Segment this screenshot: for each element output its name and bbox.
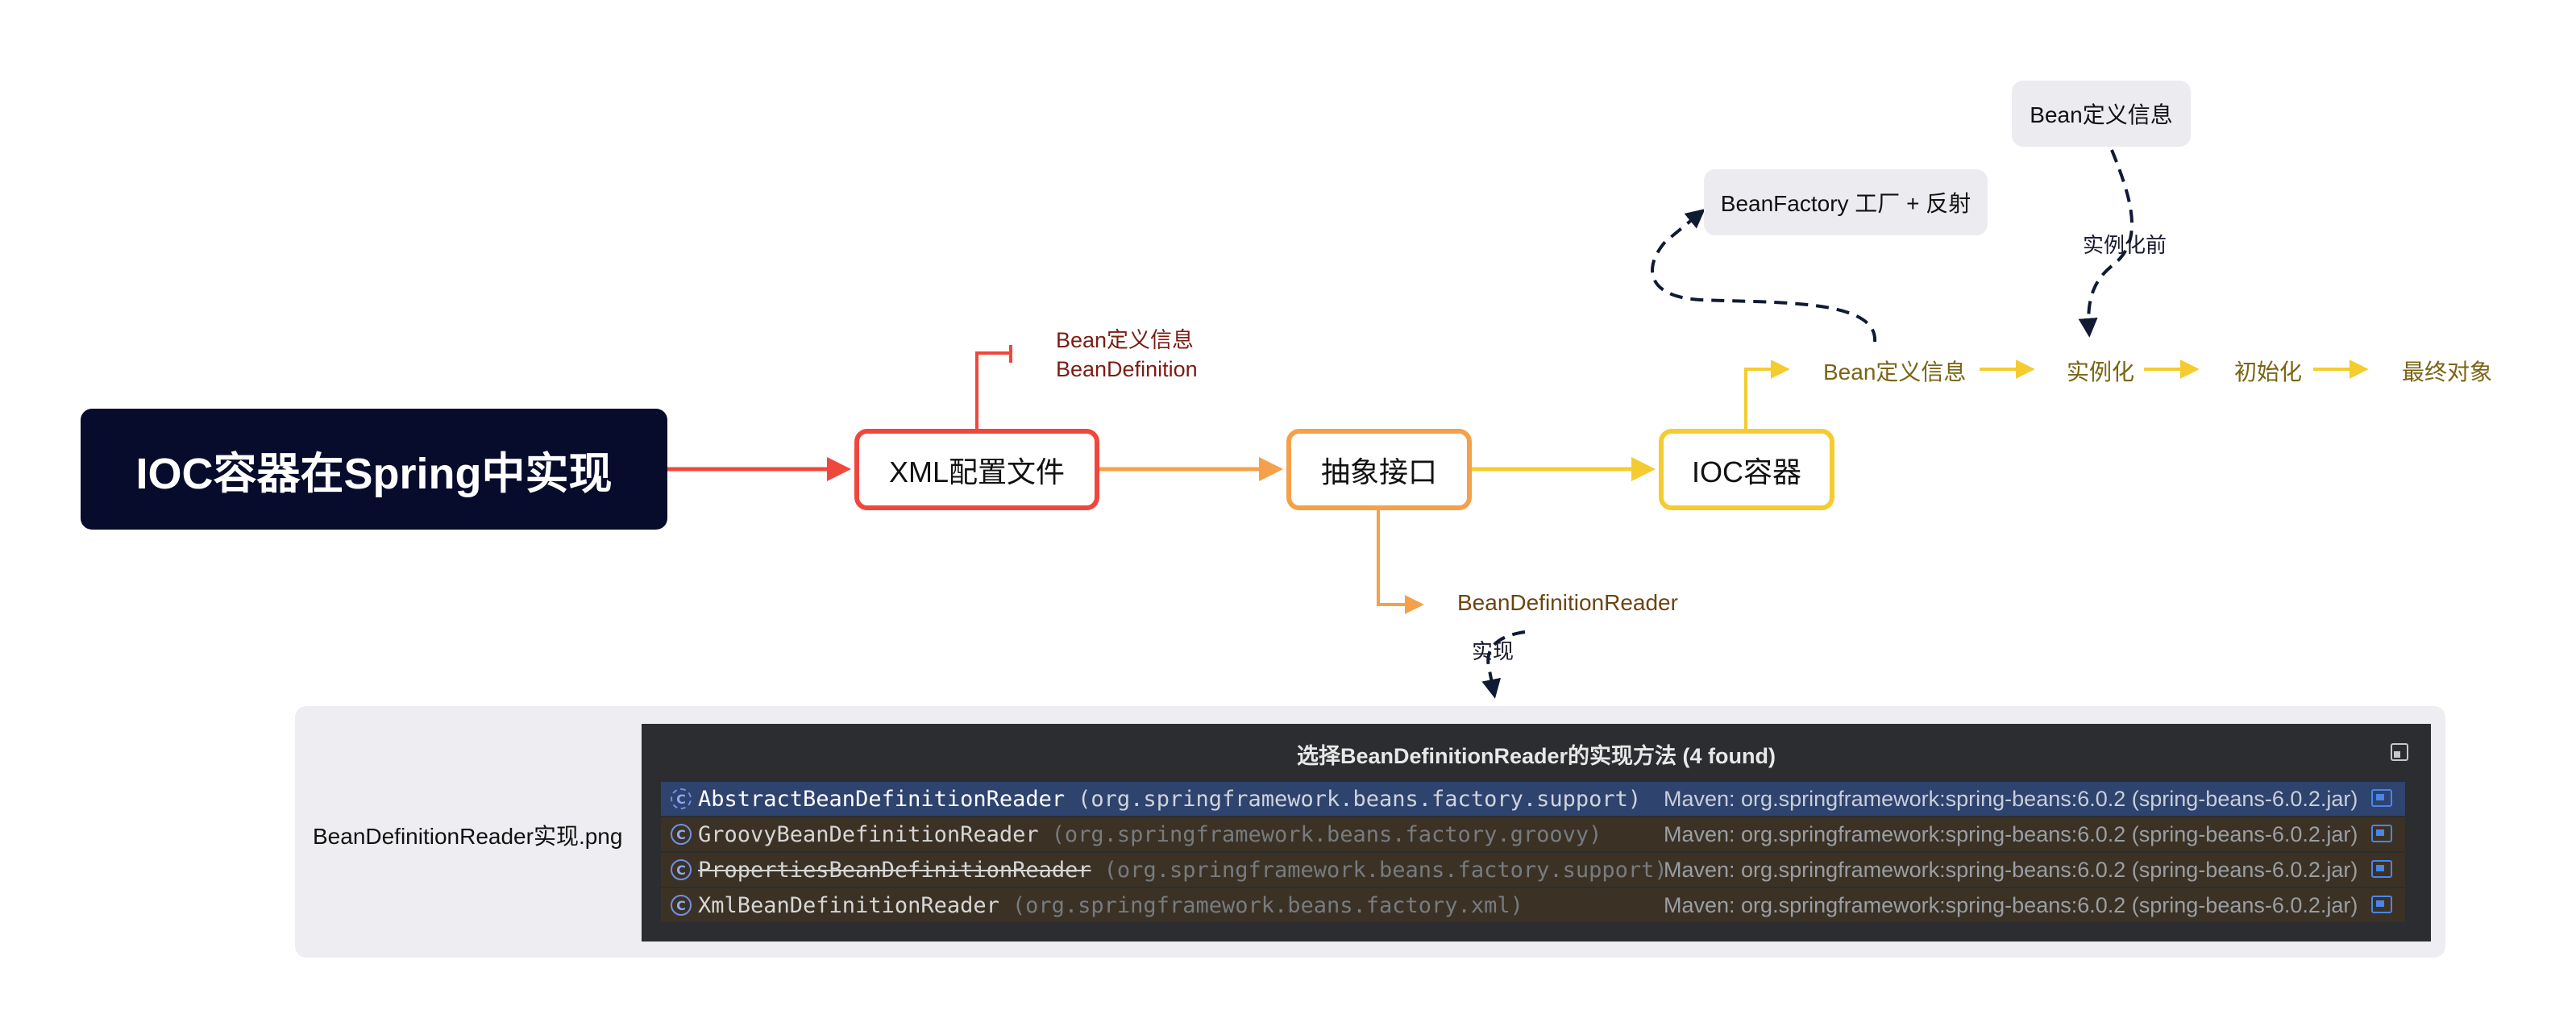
library-icon: [2371, 896, 2392, 913]
class-icon: C: [671, 824, 692, 845]
bean-definition-line1: Bean定义信息: [1056, 328, 1195, 352]
edge-callout-to-instantiate: [2078, 149, 2134, 338]
class-source: Maven: org.springframework:spring-beans:…: [1664, 786, 2358, 811]
image-caption: BeanDefinitionReader实现.png: [313, 824, 623, 849]
callout-bean-factory[interactable]: BeanFactory 工厂 + 反射: [1704, 169, 1988, 235]
class-source: Maven: org.springframework:spring-beans:…: [1664, 857, 2358, 882]
node-abstract-interface[interactable]: 抽象接口: [1286, 429, 1472, 510]
edge-abstract-to-reader: [1377, 510, 1424, 614]
node-ioc-label: IOC容器: [1691, 455, 1801, 488]
edge-xml-to-beandefinition: [975, 351, 1011, 429]
edge-reader-to-image: [1481, 630, 1526, 699]
library-icon: [2371, 825, 2392, 842]
class-icon: C: [671, 859, 692, 880]
node-bean-definition-reader[interactable]: BeanDefinitionReader: [1457, 590, 1678, 616]
class-source: Maven: org.springframework:spring-beans:…: [1664, 821, 2358, 846]
class-source: Maven: org.springframework:spring-beans:…: [1664, 892, 2358, 917]
edge-label-impl: 实现: [1472, 635, 1514, 665]
implementation-row[interactable]: C XmlBeanDefinitionReader (org.springfra…: [661, 888, 2405, 922]
root-title: IOC容器在Spring中实现: [135, 449, 613, 498]
node-bean-definition[interactable]: Bean定义信息 BeanDefinition: [1056, 326, 1198, 384]
flow-step-instantiate[interactable]: 实例化: [2067, 355, 2134, 387]
flow-step-label: 最终对象: [2402, 360, 2493, 384]
implementation-row[interactable]: C PropertiesBeanDefinitionReader (org.sp…: [661, 853, 2405, 887]
class-package: (org.springframework.beans.factory.groov…: [1051, 821, 1602, 847]
node-abstract-label: 抽象接口: [1320, 455, 1437, 488]
class-name: AbstractBeanDefinitionReader: [698, 786, 1066, 812]
class-name-deprecated: PropertiesBeanDefinitionReader: [698, 857, 1091, 883]
flow-step-label: 初始化: [2234, 360, 2303, 384]
reader-label: BeanDefinitionReader: [1457, 590, 1678, 615]
callout-bean-def-info[interactable]: Bean定义信息: [2012, 81, 2191, 147]
class-package: (org.springframework.beans.factory.xml): [1012, 892, 1523, 918]
root-node[interactable]: IOC容器在Spring中实现: [81, 409, 667, 530]
flow-step-initialize[interactable]: 初始化: [2234, 355, 2302, 387]
bean-definition-line2: BeanDefinition: [1056, 357, 1198, 381]
node-xml-config[interactable]: XML配置文件: [854, 429, 1099, 510]
class-package: (org.springframework.beans.factory.suppo…: [1103, 857, 1668, 883]
library-icon: [2371, 860, 2392, 878]
class-icon: C: [671, 788, 692, 809]
flow-step-final-object[interactable]: 最终对象: [2402, 355, 2492, 387]
popup-title: 选择BeanDefinitionReader的实现方法 (4 found): [1296, 743, 1776, 768]
implementations-popup-screenshot: 选择BeanDefinitionReader的实现方法 (4 found) C …: [642, 724, 2431, 941]
impl-label: 实现: [1472, 639, 1514, 663]
flow-step-label: Bean定义信息: [1823, 360, 1967, 384]
popup-header: 选择BeanDefinitionReader的实现方法 (4 found): [642, 724, 2431, 784]
node-xml-label: XML配置文件: [888, 455, 1066, 488]
class-name: XmlBeanDefinitionReader: [698, 892, 999, 918]
class-name: GroovyBeanDefinitionReader: [698, 821, 1039, 847]
class-package: (org.springframework.beans.factory.suppo…: [1078, 786, 1642, 812]
flow-step-bean-def[interactable]: Bean定义信息: [1823, 355, 1966, 387]
node-ioc-container[interactable]: IOC容器: [1659, 429, 1834, 510]
callout-bean-factory-label: BeanFactory 工厂 + 反射: [1720, 191, 1971, 216]
edge-beandef-to-beanfactory: [1651, 208, 1877, 343]
library-icon: [2371, 789, 2392, 807]
edge-label-before-instantiation: 实例化前: [2083, 229, 2167, 259]
class-icon: C: [671, 895, 692, 916]
edge-ioc-to-beandef: [1744, 360, 1790, 429]
callout-bean-def-info-label: Bean定义信息: [2030, 102, 2173, 127]
pin-window-icon[interactable]: [2391, 743, 2408, 761]
implementation-row[interactable]: C AbstractBeanDefinitionReader (org.spri…: [661, 782, 2405, 816]
flow-step-label: 实例化: [2067, 360, 2135, 384]
before-instantiation-label: 实例化前: [2083, 233, 2167, 257]
implementation-row[interactable]: C GroovyBeanDefinitionReader (org.spring…: [661, 817, 2405, 851]
